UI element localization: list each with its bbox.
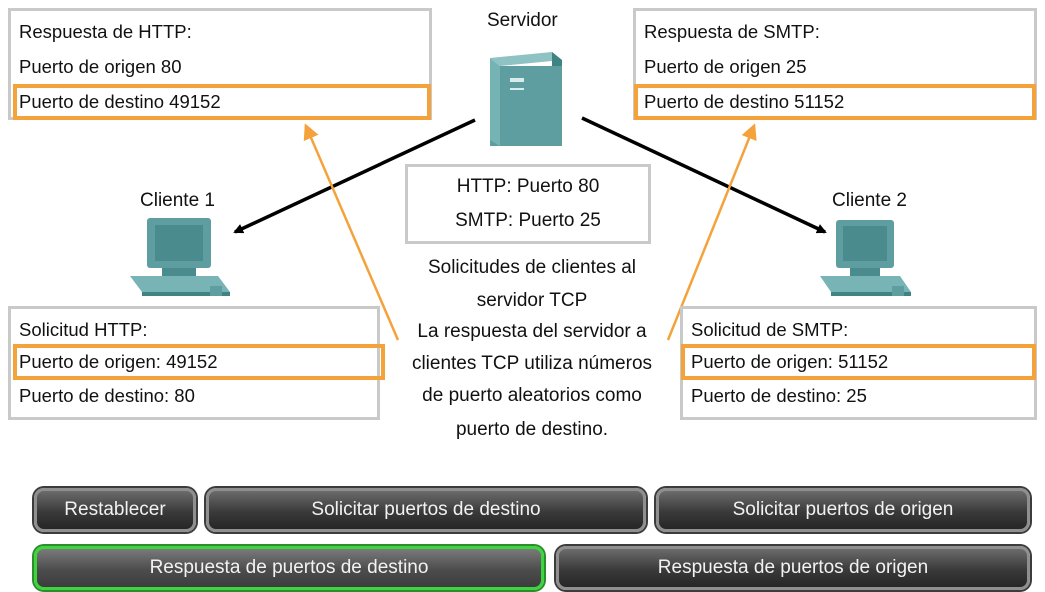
caption-line-6: puerto de destino. bbox=[455, 419, 609, 440]
smtp-request-destination: Puerto de destino: 25 bbox=[691, 385, 867, 406]
http-response-title: Respuesta de HTTP: bbox=[19, 21, 192, 42]
smtp-response-title: Respuesta de SMTP: bbox=[644, 21, 820, 42]
smtp-response-destination-highlight bbox=[634, 84, 1036, 120]
caption-line-2: servidor TCP bbox=[476, 290, 588, 311]
http-response-source: Puerto de origen 80 bbox=[19, 56, 182, 77]
reset-button[interactable]: Restablecer bbox=[34, 488, 196, 532]
smtp-request-source-highlight bbox=[681, 344, 1036, 380]
ports-smtp: SMTP: Puerto 25 bbox=[455, 210, 601, 231]
caption-line-3: La respuesta del servidor a bbox=[417, 321, 647, 342]
smtp-response-source: Puerto de origen 25 bbox=[644, 56, 807, 77]
server-icon bbox=[490, 52, 562, 146]
client1-label: Cliente 1 bbox=[140, 190, 215, 211]
http-request-source: Puerto de origen: 49152 bbox=[19, 351, 218, 372]
http-request-destination: Puerto de destino: 80 bbox=[19, 385, 195, 406]
smtp-request-box: Solicitud de SMTP: Puerto de origen: 511… bbox=[680, 306, 1037, 420]
client2-computer-icon bbox=[820, 220, 911, 296]
response-destination-ports-button[interactable]: Respuesta de puertos de destino bbox=[34, 546, 544, 590]
http-response-destination: Puerto de destino 49152 bbox=[19, 91, 221, 112]
arrow-response-smtp bbox=[666, 123, 757, 341]
server-label: Servidor bbox=[487, 10, 558, 31]
client1-computer-icon bbox=[130, 218, 230, 296]
ports-box: HTTP: Puerto 80 SMTP: Puerto 25 bbox=[405, 164, 651, 244]
http-request-title: Solicitud HTTP: bbox=[19, 319, 148, 340]
caption-line-5: de puerto aleatorios como bbox=[422, 385, 642, 406]
request-destination-ports-button[interactable]: Solicitar puertos de destino bbox=[206, 488, 646, 532]
http-request-box: Solicitud HTTP: Puerto de origen: 49152 … bbox=[8, 306, 385, 420]
http-response-box: Respuesta de HTTP: Puerto de origen 80 P… bbox=[8, 8, 432, 120]
ports-http: HTTP: Puerto 80 bbox=[456, 176, 600, 197]
caption-line-1: Solicitudes de clientes al bbox=[427, 257, 637, 278]
smtp-request-source: Puerto de origen: 51152 bbox=[691, 351, 889, 372]
smtp-request-title: Solicitud de SMTP: bbox=[691, 319, 849, 340]
arrow-server-to-client2 bbox=[581, 116, 827, 234]
http-request-source-highlight bbox=[13, 344, 385, 380]
arrow-server-to-client1 bbox=[233, 118, 476, 234]
smtp-response-destination: Puerto de destino 51152 bbox=[644, 91, 845, 112]
caption-line-4: clientes TCP utiliza números bbox=[411, 353, 653, 374]
arrow-response-http bbox=[303, 123, 400, 341]
request-source-ports-button[interactable]: Solicitar puertos de origen bbox=[656, 488, 1030, 532]
http-response-destination-highlight bbox=[13, 84, 431, 120]
response-source-ports-button[interactable]: Respuesta de puertos de origen bbox=[556, 546, 1030, 590]
smtp-response-box: Respuesta de SMTP: Puerto de origen 25 P… bbox=[633, 8, 1037, 120]
client2-label: Cliente 2 bbox=[832, 190, 907, 211]
